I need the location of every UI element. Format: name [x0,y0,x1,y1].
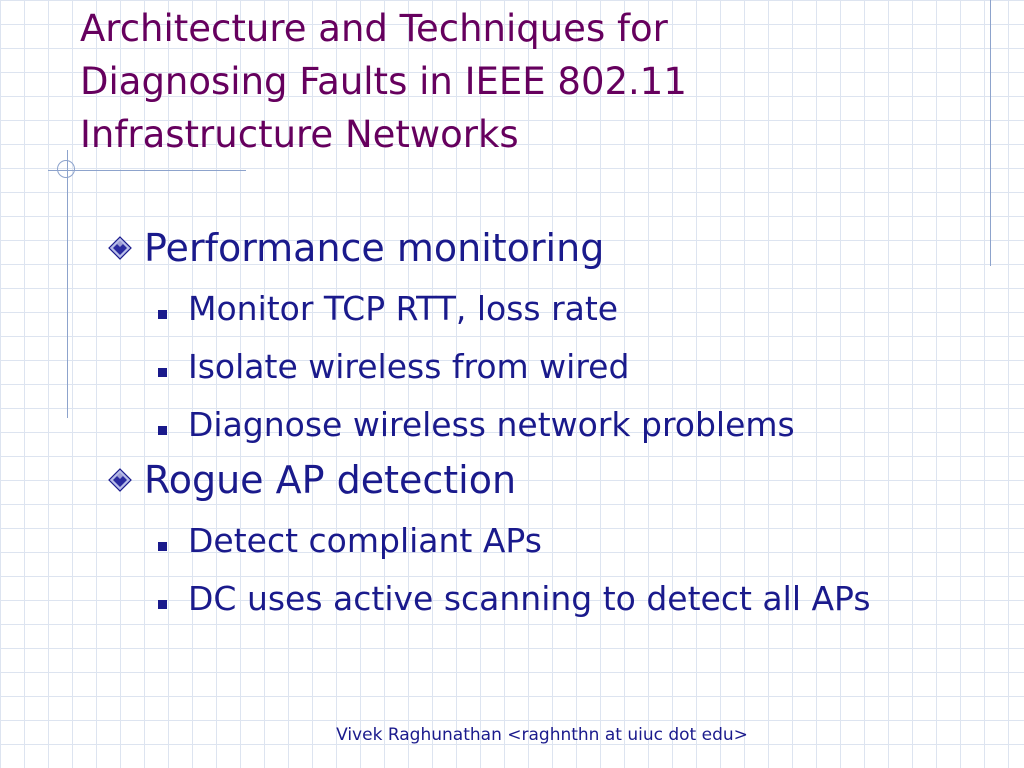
square-bullet-icon [158,542,167,551]
bullet-level2-text: Monitor TCP RTT, loss rate [188,289,619,328]
decorative-vertical-line-left [67,150,68,418]
slide-body: Performance monitoring Monitor TCP RTT, … [104,222,1004,628]
bullet-level1-text: Performance monitoring [144,226,605,270]
square-bullet-icon [158,368,167,377]
bullet-level1: Performance monitoring [104,222,1004,280]
square-bullet-icon [158,426,167,435]
bullet-level2-text: Isolate wireless from wired [188,347,630,386]
title-line: Infrastructure Networks [80,113,519,156]
crosshair-circle-icon [57,160,75,178]
bullet-level2: Monitor TCP RTT, loss rate [104,280,1004,338]
bullet-level1-text: Rogue AP detection [144,458,517,502]
square-bullet-icon [158,600,167,609]
bullet-level2-text: Diagnose wireless network problems [188,405,795,444]
bullet-level2-text: Detect compliant APs [188,521,542,560]
diamond-bullet-icon [108,468,132,492]
slide-footer: Vivek Raghunathan <raghnthn at uiuc dot … [336,725,748,745]
bullet-level1: Rogue AP detection [104,454,1004,512]
decorative-vertical-line-right [990,0,991,266]
diamond-bullet-icon [108,236,132,260]
slide-title: Architecture and Techniques for Diagnosi… [80,2,960,161]
bullet-level2: Isolate wireless from wired [104,338,1004,396]
bullet-level2: Diagnose wireless network problems [104,396,1004,454]
title-line: Diagnosing Faults in IEEE 802.11 [80,60,687,103]
bullet-level2-text: DC uses active scanning to detect all AP… [188,579,871,618]
bullet-level2: DC uses active scanning to detect all AP… [104,570,1004,628]
bullet-level2: Detect compliant APs [104,512,1004,570]
square-bullet-icon [158,310,167,319]
title-line: Architecture and Techniques for [80,7,668,50]
decorative-horizontal-line [48,170,246,171]
